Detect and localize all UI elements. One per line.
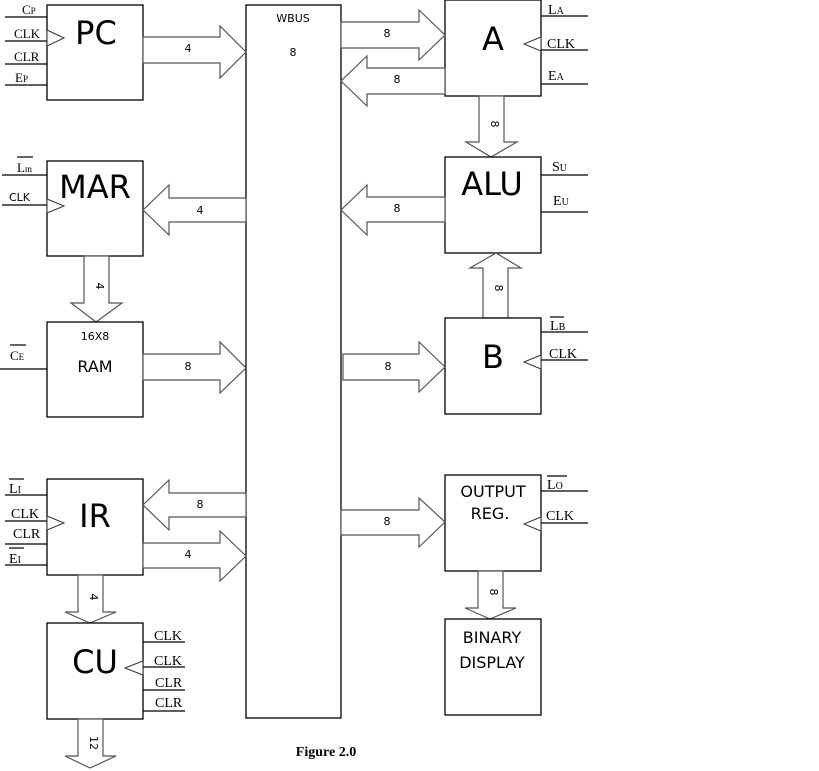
cu-signal-clr-2: CLR — [155, 696, 183, 711]
bus-to-ir-width: 8 — [197, 498, 204, 511]
output-register-label-line1: OUTPUT — [460, 482, 525, 501]
binary-display-label-line2: DISPLAY — [459, 653, 525, 672]
alu-label: ALU — [461, 165, 523, 203]
b-register-block — [444, 317, 542, 415]
b-to-alu-arrow — [467, 252, 524, 319]
mar-signal-lm: Lm — [17, 160, 32, 175]
a-to-alu-arrow — [463, 95, 520, 158]
bus-to-output-width: 8 — [384, 515, 391, 528]
cu-signal-clk-2: CLK — [154, 654, 182, 669]
mar-clock-triangle-icon — [46, 198, 66, 214]
ir-to-cu-arrow — [64, 574, 117, 624]
wbus-width: 8 — [290, 46, 297, 59]
ram-size-label: 16X8 — [81, 330, 110, 343]
cu-label: CU — [72, 643, 118, 681]
cu-control-word-width: 12 — [87, 736, 100, 750]
ir-to-cu-width: 4 — [87, 594, 100, 601]
pc-label: PC — [75, 14, 117, 52]
a-clock-triangle-icon — [522, 36, 542, 52]
bus-to-mar-width: 4 — [197, 204, 204, 217]
ram-signal-ce: CE — [10, 348, 25, 363]
ram-to-bus-width: 8 — [185, 360, 192, 373]
figure-caption: Figure 2.0 — [296, 745, 356, 760]
a-to-bus-width: 8 — [394, 73, 401, 86]
mar-to-ram-arrow — [69, 255, 124, 323]
cu-signal-clr-1: CLR — [155, 676, 183, 691]
a-to-bus-arrow — [340, 54, 446, 108]
bus-to-a-width: 8 — [384, 27, 391, 40]
bus-to-output-arrow — [340, 496, 446, 549]
a-register-block — [444, 0, 542, 97]
bus-to-a-arrow — [340, 8, 446, 62]
ram-block — [46, 321, 144, 418]
alu-block — [444, 156, 542, 254]
b-clock-triangle-icon — [522, 354, 542, 370]
ir-signal-clr: CLR — [13, 527, 41, 542]
ir-label: IR — [79, 497, 111, 535]
bus-to-ir-arrow — [142, 478, 247, 532]
b-signal-clk: CLK — [549, 347, 577, 362]
binary-display-label-line1: BINARY — [463, 628, 522, 647]
pc-signal-cp: CP — [22, 2, 36, 17]
ram-label: RAM — [77, 357, 112, 376]
output-register-label-line2: REG. — [471, 504, 510, 523]
pc-clock-triangle-icon — [46, 29, 66, 47]
pc-signal-clr: CLR — [14, 49, 40, 64]
cu-control-word-arrow — [64, 718, 117, 769]
pc-signal-ep: EP — [15, 70, 28, 85]
ir-to-bus-width: 4 — [185, 548, 192, 561]
output-to-display-arrow — [464, 570, 517, 620]
mar-label: MAR — [59, 168, 131, 206]
ir-clock-triangle-icon — [46, 515, 66, 531]
mar-signal-clk: CLK — [9, 191, 31, 204]
ir-signal-ei: EI — [9, 552, 21, 567]
output-to-display-width: 8 — [487, 589, 500, 596]
ir-to-bus-arrow — [142, 529, 247, 583]
pc-signal-clk: CLK — [14, 26, 41, 41]
cu-signal-clk-1: CLK — [154, 629, 182, 644]
b-signal-lb: LB — [550, 319, 566, 334]
output-signal-clk: CLK — [546, 509, 574, 524]
ram-to-bus-arrow — [142, 340, 247, 395]
bus-to-b-width: 8 — [385, 360, 392, 373]
alu-signal-su: SU — [552, 160, 568, 175]
pc-block — [46, 4, 144, 101]
a-register-label: A — [482, 20, 504, 58]
a-signal-clk: CLK — [547, 37, 575, 52]
pc-to-bus-width: 4 — [185, 42, 192, 55]
ir-signal-li: LI — [9, 482, 21, 497]
alu-to-bus-arrow — [340, 183, 446, 237]
wbus-label: WBUS — [276, 12, 309, 25]
b-to-alu-width: 8 — [492, 285, 505, 292]
bus-to-mar-arrow — [142, 183, 247, 237]
pc-to-bus-arrow — [142, 24, 247, 80]
mar-to-ram-width: 4 — [93, 283, 106, 290]
output-clock-triangle-icon — [522, 516, 542, 532]
output-signal-lo: LO — [547, 478, 563, 493]
alu-signal-eu: EU — [553, 194, 570, 209]
a-to-alu-width: 8 — [488, 121, 501, 128]
a-signal-la: LA — [548, 3, 565, 18]
wbus-block — [245, 4, 342, 719]
alu-to-bus-width: 8 — [394, 202, 401, 215]
b-register-label: B — [482, 338, 504, 376]
bus-to-b-arrow — [342, 340, 446, 394]
cu-clock-triangle-icon — [123, 660, 144, 676]
a-signal-ea: EA — [548, 69, 565, 84]
binary-display-block — [444, 618, 542, 716]
output-register-block — [444, 474, 542, 572]
ir-block — [46, 478, 144, 576]
ir-signal-clk: CLK — [11, 507, 39, 522]
